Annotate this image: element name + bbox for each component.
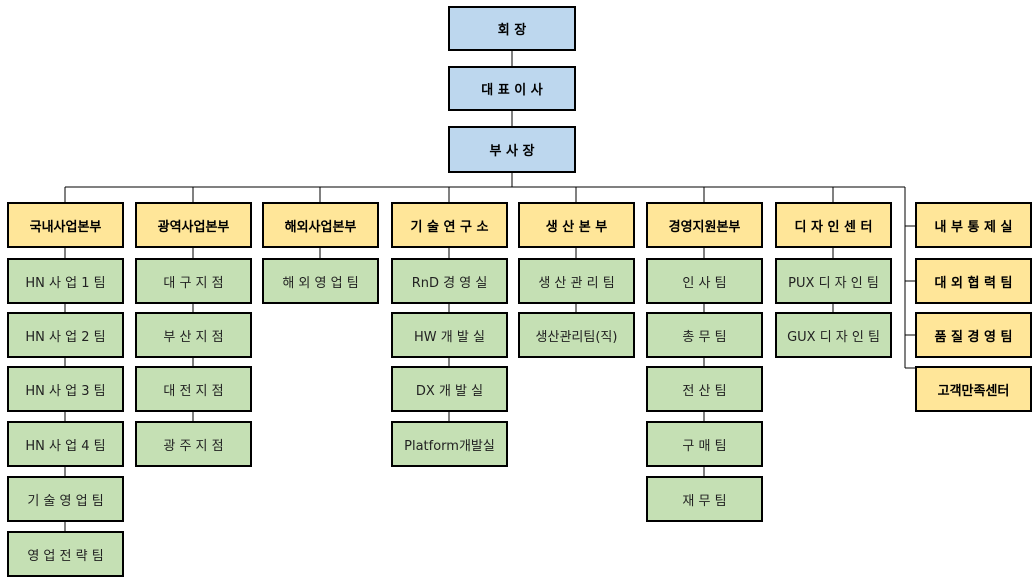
division-design: 디 자 인 센 터 — [775, 202, 892, 248]
team-box: 대 전 지 점 — [135, 366, 252, 412]
division-production: 생 산 본 부 — [518, 202, 635, 248]
side-unit-internal-control: 내 부 통 제 실 — [915, 202, 1032, 248]
side-unit-customer-satisfaction: 고객만족센터 — [915, 366, 1032, 412]
team-box: 대 구 지 점 — [135, 258, 252, 304]
vice-president-box: 부 사 장 — [448, 126, 576, 173]
team-box: 광 주 지 점 — [135, 421, 252, 467]
team-box: 생산관리팀(직) — [518, 312, 635, 358]
division-management: 경영지원본부 — [646, 202, 763, 248]
division-overseas: 해외사업본부 — [262, 202, 379, 248]
team-box: HN 사 업 3 팀 — [7, 366, 124, 412]
team-box: HN 사 업 2 팀 — [7, 312, 124, 358]
team-box: 총 무 팀 — [646, 312, 763, 358]
team-box: 해 외 영 업 팀 — [262, 258, 379, 304]
team-box: PUX 디 자 인 팀 — [775, 258, 892, 304]
division-regional: 광역사업본부 — [135, 202, 252, 248]
team-box: 부 산 지 점 — [135, 312, 252, 358]
side-unit-external-cooperation: 대 외 협 력 팀 — [915, 258, 1032, 304]
team-box: DX 개 발 실 — [391, 366, 508, 412]
ceo-box: 대 표 이 사 — [448, 66, 576, 111]
chairman-box: 회 장 — [448, 6, 576, 51]
team-box: 인 사 팀 — [646, 258, 763, 304]
team-box: 생 산 관 리 팀 — [518, 258, 635, 304]
team-box: GUX 디 자 인 팀 — [775, 312, 892, 358]
side-unit-quality: 품 질 경 영 팀 — [915, 312, 1032, 358]
team-box: 재 무 팀 — [646, 476, 763, 522]
team-box: 구 매 팀 — [646, 421, 763, 467]
team-box: 기 술 영 업 팀 — [7, 476, 124, 522]
team-box: HW 개 발 실 — [391, 312, 508, 358]
team-box: RnD 경 영 실 — [391, 258, 508, 304]
team-box: 영 업 전 략 팀 — [7, 531, 124, 577]
division-domestic: 국내사업본부 — [7, 202, 124, 248]
team-box: Platform개발실 — [391, 421, 508, 467]
division-research: 기 술 연 구 소 — [391, 202, 508, 248]
team-box: HN 사 업 4 팀 — [7, 421, 124, 467]
team-box: 전 산 팀 — [646, 366, 763, 412]
team-box: HN 사 업 1 팀 — [7, 258, 124, 304]
